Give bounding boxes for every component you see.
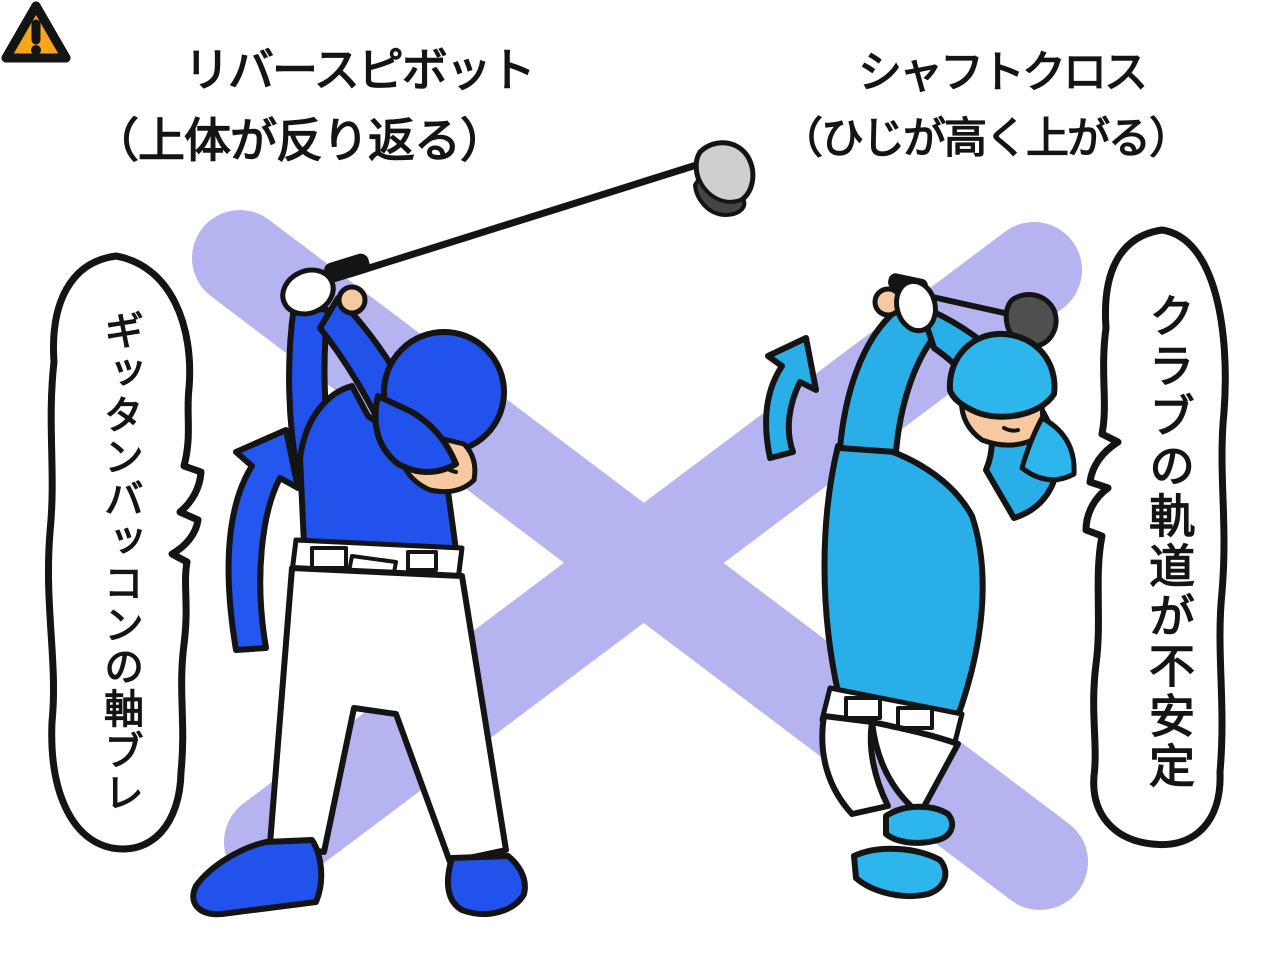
left-golfer-glove [280, 267, 336, 317]
warning-triangle-icon [1, 1, 71, 63]
right-golfer-glove [894, 278, 938, 334]
right-golfer-cap-brim [1019, 415, 1077, 483]
speech-bubble-left-shape [45, 252, 205, 853]
left-fault-subtitle: （上体が反り返る） [92, 114, 507, 169]
right-golfer-cap [946, 330, 1058, 420]
speech-bubble-right [1082, 226, 1229, 849]
right-golfer-shoe-upper [883, 803, 956, 846]
left-golfer-cap-brim [372, 393, 459, 475]
right-bubble-text: クラブの軌道が不安定 [1142, 292, 1196, 792]
right-golfer-belt-buckle [844, 696, 882, 720]
right-fault-title: シャフトクロス [858, 47, 1148, 98]
right-golfer-torso [821, 441, 986, 719]
up-arrow-icon [225, 427, 301, 653]
right-golfer-belt-keeper [896, 706, 934, 730]
left-golfer-belt-keeper [406, 550, 438, 572]
left-fault-title: リバースピボット [184, 43, 536, 97]
right-golfer-back-leg [819, 713, 891, 817]
club-grip-left [324, 253, 370, 283]
left-bubble-text: ギッタンバッコンの軸ブレ [97, 310, 143, 814]
left-golfer-hand [336, 284, 368, 316]
golfer-left [190, 140, 756, 918]
left-golfer-shoe-right [444, 853, 528, 917]
right-fault-subtitle: （ひじが高く上がる） [780, 114, 1192, 164]
speech-bubble-left [45, 252, 205, 853]
club-shaft-left [346, 158, 710, 278]
warning-exclamation-dot [31, 45, 41, 55]
up-arrow-icon [763, 335, 819, 461]
right-golfer-shoe-lower [851, 845, 949, 900]
speech-bubble-right-shape [1082, 226, 1229, 849]
golfer-right [763, 273, 1077, 900]
left-golfer-belt-buckle [310, 546, 348, 570]
left-golfer-shoe-left [190, 837, 325, 918]
club-shaft-right [925, 293, 1021, 319]
club-head-sole-left [693, 177, 747, 217]
left-golfer-pants [267, 565, 509, 865]
